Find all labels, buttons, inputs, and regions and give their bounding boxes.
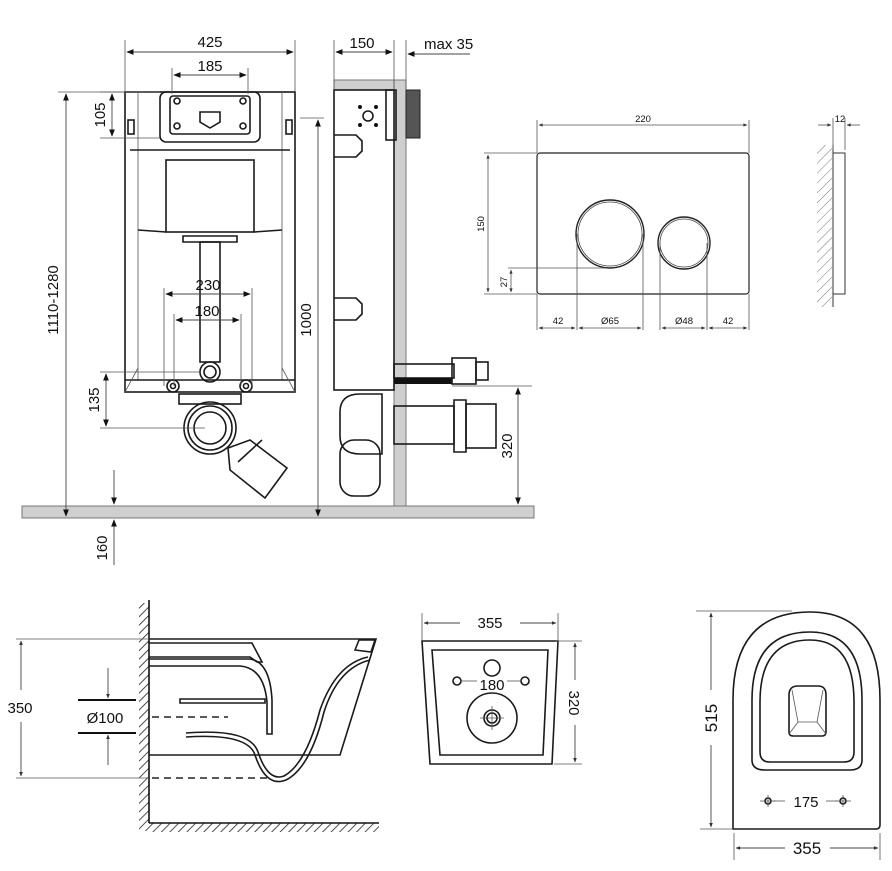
dim-drain-height: 320 bbox=[452, 385, 532, 505]
dim-label-230: 230 bbox=[195, 277, 220, 294]
frame-front-view bbox=[124, 91, 296, 500]
dim-label-105: 105 bbox=[92, 102, 109, 127]
dim-label-135: 135 bbox=[86, 387, 103, 412]
dim-bowl-top-length: 515 bbox=[696, 610, 792, 830]
dim-plate-width: 220 bbox=[536, 114, 750, 153]
dim-frame-width: 425 bbox=[124, 34, 296, 92]
dim-outlet-spacing-inner: 180 bbox=[173, 303, 242, 386]
frame-side-view bbox=[333, 79, 497, 507]
dim-label-350: 350 bbox=[7, 700, 32, 717]
dim-frame-depth: 150 max 35 bbox=[333, 35, 473, 90]
dim-label-185: 185 bbox=[197, 58, 222, 75]
dim-label-175: 175 bbox=[793, 794, 818, 811]
dim-mount-height: 1110-1280 bbox=[45, 91, 125, 517]
dim-label-27: 27 bbox=[499, 277, 510, 288]
dim-label-d48: Ø48 bbox=[675, 316, 693, 327]
dim-label-515: 515 bbox=[702, 704, 721, 732]
dim-frame-height: 1000 bbox=[298, 117, 324, 517]
dim-bowl-back-height: 320 bbox=[554, 640, 582, 765]
dim-label-180: 180 bbox=[194, 303, 219, 320]
dim-button-spacing: 42 Ø65 Ø48 42 bbox=[536, 234, 750, 330]
dim-flush-opening-width: 185 bbox=[171, 58, 249, 94]
dim-bowl-top-width: 355 bbox=[733, 833, 881, 860]
dim-label-355-top: 355 bbox=[793, 839, 821, 858]
bowl-side-view bbox=[139, 600, 379, 832]
flush-plate-view bbox=[536, 152, 750, 295]
dim-label-42-right: 42 bbox=[723, 316, 734, 327]
dim-bowl-height: 350 bbox=[7, 638, 149, 779]
dim-label-220: 220 bbox=[635, 114, 651, 125]
dim-label-42-left: 42 bbox=[553, 316, 564, 327]
dim-label-1110-1280: 1110-1280 bbox=[45, 265, 62, 335]
dim-plate-height: 150 bbox=[476, 152, 537, 295]
dim-label-max35: max 35 bbox=[424, 36, 473, 53]
dim-label-150-plate: 150 bbox=[476, 216, 487, 232]
dim-button-offset: 27 bbox=[499, 267, 605, 293]
dim-label-12: 12 bbox=[835, 114, 846, 125]
dim-floor-adjust: 160 bbox=[94, 470, 117, 565]
dim-bowl-back-width: 355 bbox=[421, 613, 559, 641]
dim-label-1000: 1000 bbox=[298, 303, 315, 336]
dim-label-150: 150 bbox=[349, 35, 374, 52]
floor-slab bbox=[21, 505, 535, 519]
bowl-back-view: 180 bbox=[421, 640, 559, 765]
dim-label-425: 425 bbox=[197, 34, 222, 51]
flush-plate-side-view: 12 bbox=[817, 114, 860, 307]
dim-label-160: 160 bbox=[94, 535, 111, 560]
dim-label-d100: Ø100 bbox=[87, 710, 124, 727]
dim-label-320: 320 bbox=[499, 433, 516, 458]
wall-section bbox=[393, 79, 407, 507]
dim-outlet-offset: 135 bbox=[86, 371, 205, 429]
dim-label-355-back: 355 bbox=[477, 615, 502, 632]
dim-label-320-back: 320 bbox=[565, 690, 582, 715]
dim-label-d65: Ø65 bbox=[601, 316, 619, 327]
dim-outlet-diameter: Ø100 bbox=[78, 668, 136, 765]
dim-flush-opening-height: 105 bbox=[92, 91, 160, 139]
dim-label-180-bolts: 180 bbox=[479, 677, 504, 694]
bowl-top-view: 175 bbox=[732, 611, 881, 830]
dim-outlet-spacing-outer: 230 bbox=[163, 277, 253, 386]
